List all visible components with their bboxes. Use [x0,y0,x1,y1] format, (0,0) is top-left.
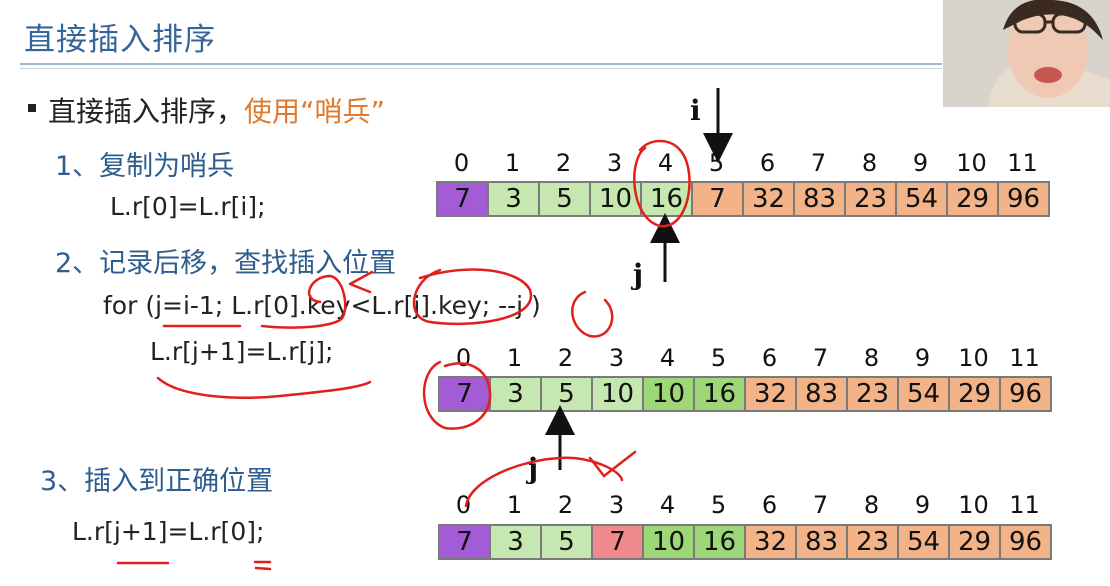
array-cell: 29 [948,181,999,217]
array-index-label: 2 [557,344,574,372]
array-index-label: 6 [761,344,778,372]
array-cell: 5 [540,181,591,217]
array-cell: 23 [848,524,899,560]
array-index-label: 10 [956,149,987,177]
array-cell: 96 [1001,524,1052,560]
bullet-prefix: 直接插入排序， [48,95,245,128]
array-cell: 3 [489,181,540,217]
pointer-j-label-2: j [528,452,539,485]
array-cell: 3 [491,376,542,412]
array-index-label: 11 [1009,344,1040,372]
array-cell: 83 [795,181,846,217]
array-cell: 10 [593,376,644,412]
array-index-label: 6 [761,491,778,519]
index-row-1: 0 1 2 3 4 5 6 7 8 9 10 11 [436,149,1048,177]
array-index-label: 9 [912,149,929,177]
step-2-code-shift: L.r[j+1]=L.r[j]; [150,337,334,366]
array-index-label: 7 [810,149,827,177]
array-cell: 10 [591,181,642,217]
array-index-label: 10 [958,491,989,519]
bullet-highlight: 使用“哨兵” [244,95,386,128]
array-cell: 83 [797,376,848,412]
array-cell: 16 [695,524,746,560]
step-1-code: L.r[0]=L.r[i]; [110,192,266,221]
array-index-label: 6 [759,149,776,177]
array-cell: 5 [542,376,593,412]
webcam-overlay [943,0,1110,107]
array-cell: 7 [693,181,744,217]
array-cell: 32 [746,524,797,560]
array-cell: 96 [1001,376,1052,412]
step-3-code: L.r[j+1]=L.r[0]; [72,517,265,546]
array-cell: 7 [593,524,644,560]
array-cell: 7 [440,524,491,560]
pointer-i-label: i [690,94,701,127]
array-index-label: 2 [555,149,572,177]
array-index-label: 7 [812,491,829,519]
bullet-marker [28,104,36,112]
array-cell: 96 [999,181,1050,217]
array-cell: 29 [950,524,1001,560]
step-1-label: 1、复制为哨兵 [55,151,235,182]
array-cell: 23 [848,376,899,412]
array-index-label: 8 [863,491,880,519]
array-index-label: 5 [710,491,727,519]
array-index-label: 4 [659,344,676,372]
array-index-label: 1 [506,491,523,519]
array-cell: 5 [542,524,593,560]
array-index-label: 0 [455,491,472,519]
array-cell: 16 [642,181,693,217]
array-cell: 32 [744,181,795,217]
array-index-label: 10 [958,344,989,372]
step-2-label: 2、记录后移，查找插入位置 [55,248,397,279]
presenter-avatar-icon [943,0,1110,107]
index-row-3: 0 1 2 3 4 5 6 7 8 9 10 11 [438,491,1050,519]
array-cell: 83 [797,524,848,560]
array-index-label: 5 [710,344,727,372]
step-3-label: 3、插入到正确位置 [40,466,274,497]
array-index-label: 8 [863,344,880,372]
pointer-j-label-1: j [633,258,644,291]
array-cell: 3 [491,524,542,560]
array-index-label: 3 [608,344,625,372]
slide-title: 直接插入排序 [24,22,216,58]
array-index-label: 7 [812,344,829,372]
array-cell: 16 [695,376,746,412]
array-cell: 54 [897,181,948,217]
array-index-label: 2 [557,491,574,519]
step-2-code-loop: for (j=i-1; L.r[0].key<L.r[j].key; --j ) [103,291,541,320]
array-index-label: 11 [1009,491,1040,519]
array-cell: 54 [899,376,950,412]
array-index-label: 4 [657,149,674,177]
array-index-label: 3 [606,149,623,177]
array-index-label: 3 [608,491,625,519]
array-index-label: 5 [708,149,725,177]
array-index-label: 4 [659,491,676,519]
array-cell: 54 [899,524,950,560]
array-cell: 29 [950,376,1001,412]
array-cell: 23 [846,181,897,217]
array-index-label: 0 [453,149,470,177]
array-cell: 32 [746,376,797,412]
array-index-label: 11 [1007,149,1038,177]
index-row-2: 0 1 2 3 4 5 6 7 8 9 10 11 [438,344,1050,372]
array-cell: 7 [440,376,491,412]
array-cell: 7 [438,181,489,217]
array-index-label: 0 [455,344,472,372]
array-index-label: 1 [506,344,523,372]
title-divider [20,63,942,65]
array-cell: 10 [644,376,695,412]
title-divider-thin [20,68,942,69]
bullet-text: 直接插入排序，使用“哨兵” [48,90,385,130]
array-index-label: 9 [914,344,931,372]
array-cell: 10 [644,524,695,560]
array-index-label: 9 [914,491,931,519]
array-index-label: 1 [504,149,521,177]
array-index-label: 8 [861,149,878,177]
